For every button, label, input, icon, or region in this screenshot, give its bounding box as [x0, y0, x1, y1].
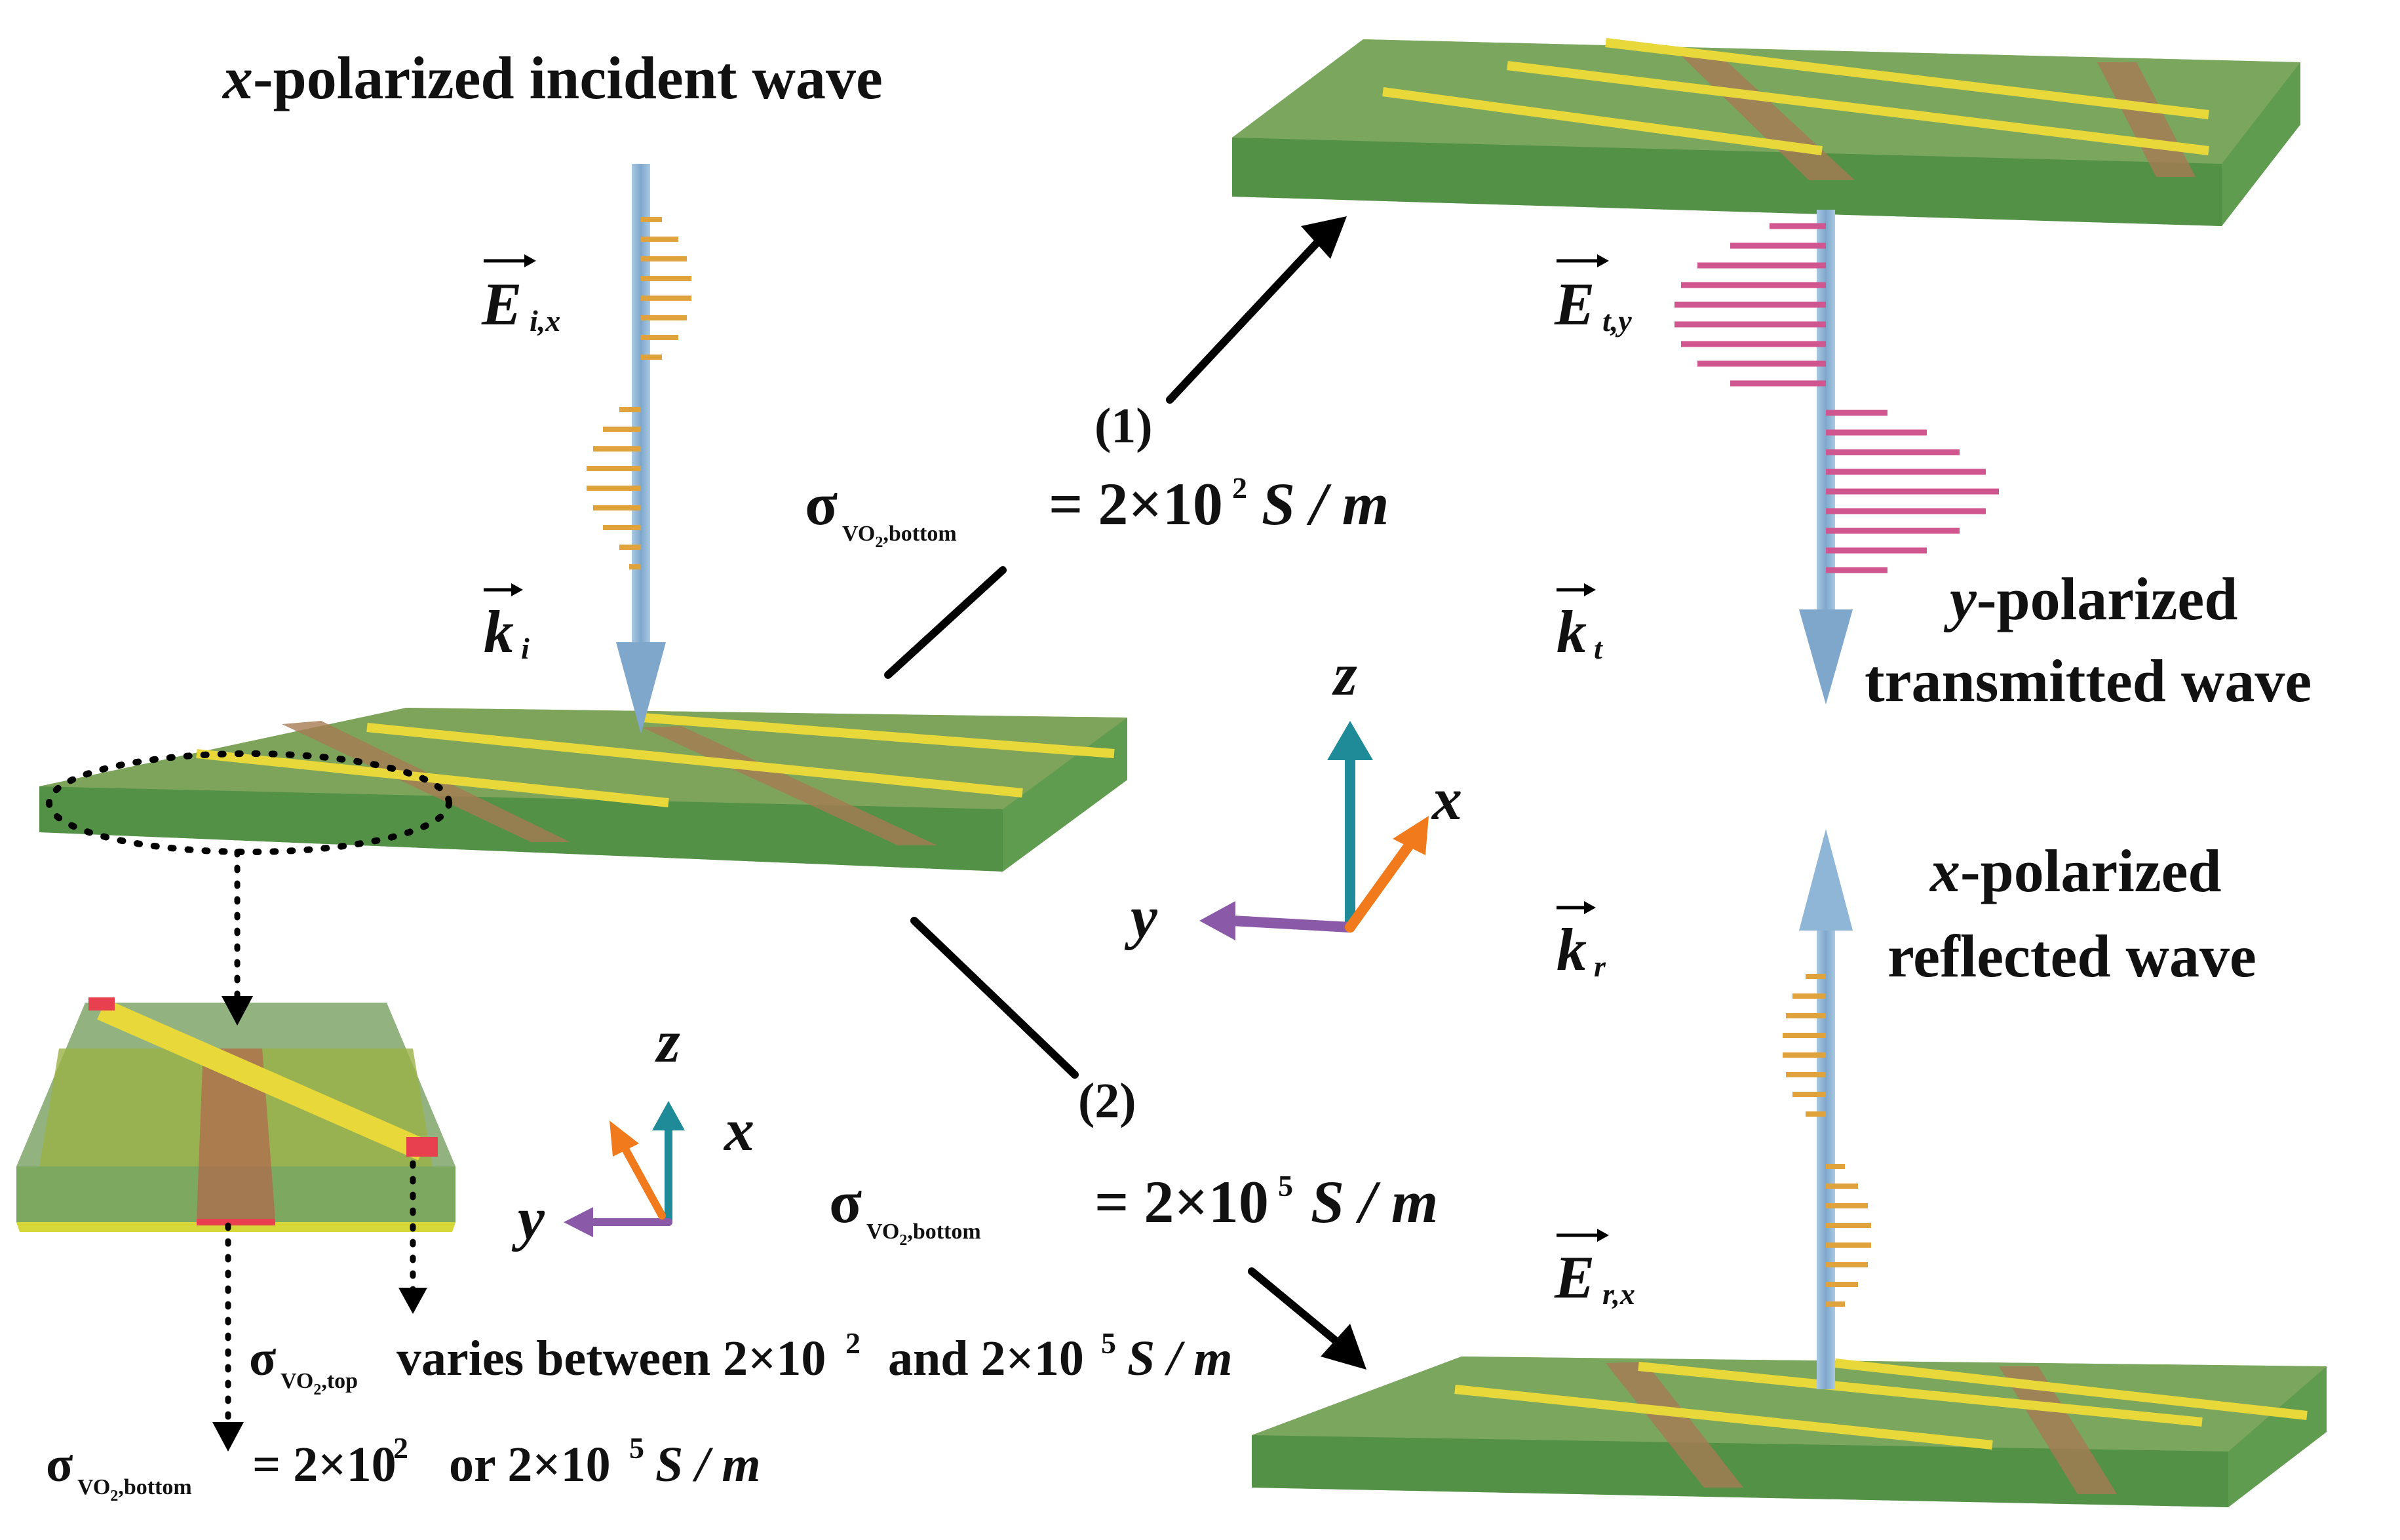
label-k-reflected: k r — [1557, 901, 1606, 983]
incident-field-arrows — [587, 217, 691, 569]
transmitted-title-line2: transmitted wave — [1865, 647, 2312, 714]
svg-text:S / m: S / m — [655, 1437, 761, 1492]
svg-text:E: E — [481, 271, 522, 337]
svg-text:= 2×10: = 2×10 — [1094, 1168, 1269, 1235]
svg-text:VO2,bottom: VO2,bottom — [77, 1475, 192, 1505]
axis-label-z-center: z — [1332, 641, 1357, 708]
transmitted-field-arrows — [1674, 223, 1999, 573]
case-arrows — [884, 239, 1351, 1354]
transmitted-wave-arrow — [1799, 210, 1853, 704]
label-k-incident: k i — [484, 583, 530, 665]
svg-text:2: 2 — [393, 1431, 408, 1465]
axis-label-x-small: x — [723, 1096, 754, 1163]
svg-text:5: 5 — [1101, 1326, 1116, 1360]
svg-text:2: 2 — [1232, 471, 1247, 505]
svg-text:k: k — [1557, 916, 1587, 983]
svg-text:= 2×10: = 2×10 — [252, 1437, 397, 1492]
case1-condition: σ VO2,bottom = 2×10 2 S / m — [805, 471, 1389, 551]
svg-text:k: k — [484, 598, 514, 665]
svg-text:and 2×10: and 2×10 — [888, 1331, 1084, 1386]
case2-condition: σ VO2,bottom = 2×10 5 S / m — [829, 1168, 1438, 1249]
metasurface-slab-reflected — [1252, 1357, 2327, 1507]
axis-label-y-center: y — [1124, 883, 1158, 950]
incident-wave-arrow — [616, 164, 666, 734]
incident-title: x-polarized incident wave — [222, 45, 883, 111]
svg-text:t: t — [1594, 632, 1603, 665]
svg-text:i,x: i,x — [530, 304, 560, 337]
svg-text:VO2,bottom: VO2,bottom — [866, 1220, 981, 1249]
svg-text:E: E — [1554, 271, 1595, 337]
reflected-field-arrows — [1783, 974, 1871, 1307]
metasurface-slab-incident — [39, 708, 1127, 872]
svg-text:S / m: S / m — [1262, 471, 1389, 537]
svg-text:varies between 2×10: varies between 2×10 — [397, 1331, 826, 1386]
axes-small — [564, 1101, 685, 1237]
svg-text:σ: σ — [829, 1168, 862, 1235]
reflected-title-line1: x-polarized — [1929, 837, 2222, 904]
axis-label-y-small: y — [511, 1185, 545, 1252]
svg-text:or 2×10: or 2×10 — [449, 1437, 611, 1492]
label-E-incident: E i,x — [481, 254, 560, 337]
case1-number: (1) — [1094, 398, 1153, 453]
label-E-reflected: E r,x — [1554, 1229, 1635, 1311]
svg-text:E: E — [1554, 1244, 1595, 1311]
axis-label-x-center: x — [1431, 765, 1462, 832]
svg-text:2: 2 — [845, 1326, 861, 1360]
svg-text:k: k — [1557, 598, 1587, 665]
axis-label-z-small: z — [655, 1008, 680, 1075]
svg-text:r,x: r,x — [1602, 1277, 1635, 1311]
case2-number: (2) — [1078, 1073, 1136, 1128]
unit-cell — [16, 997, 455, 1232]
note-sigma-top: σ VO2,top varies between 2×10 2 and 2×10… — [249, 1326, 1233, 1398]
metasurface-slab-transmitted — [1232, 38, 2300, 226]
dotted-arrowheads — [212, 996, 427, 1452]
reflected-title-line2: reflected wave — [1887, 923, 2256, 990]
svg-text:5: 5 — [1278, 1169, 1293, 1203]
svg-text:VO2,bottom: VO2,bottom — [842, 522, 957, 551]
axes-center — [1199, 721, 1429, 940]
svg-text:VO2,top: VO2,top — [281, 1369, 358, 1398]
note-sigma-bottom: σ VO2,bottom = 2×10 2 or 2×10 5 S / m — [46, 1431, 761, 1505]
svg-text:r: r — [1594, 950, 1606, 983]
case-arrowheads — [1301, 216, 1366, 1370]
transmitted-title-line1: y-polarized — [1943, 566, 2237, 632]
svg-text:5: 5 — [629, 1431, 644, 1465]
svg-text:σ: σ — [46, 1437, 73, 1492]
svg-text:σ: σ — [249, 1331, 276, 1386]
svg-text:= 2×10: = 2×10 — [1049, 471, 1223, 537]
dotted-connectors — [225, 849, 416, 1425]
label-E-transmitted: E t,y — [1554, 254, 1632, 337]
label-k-transmitted: k t — [1557, 583, 1603, 665]
svg-text:S / m: S / m — [1311, 1168, 1438, 1235]
svg-text:S / m: S / m — [1127, 1331, 1233, 1386]
svg-text:i: i — [521, 632, 530, 665]
svg-text:t,y: t,y — [1602, 304, 1632, 337]
svg-text:σ: σ — [805, 471, 838, 537]
